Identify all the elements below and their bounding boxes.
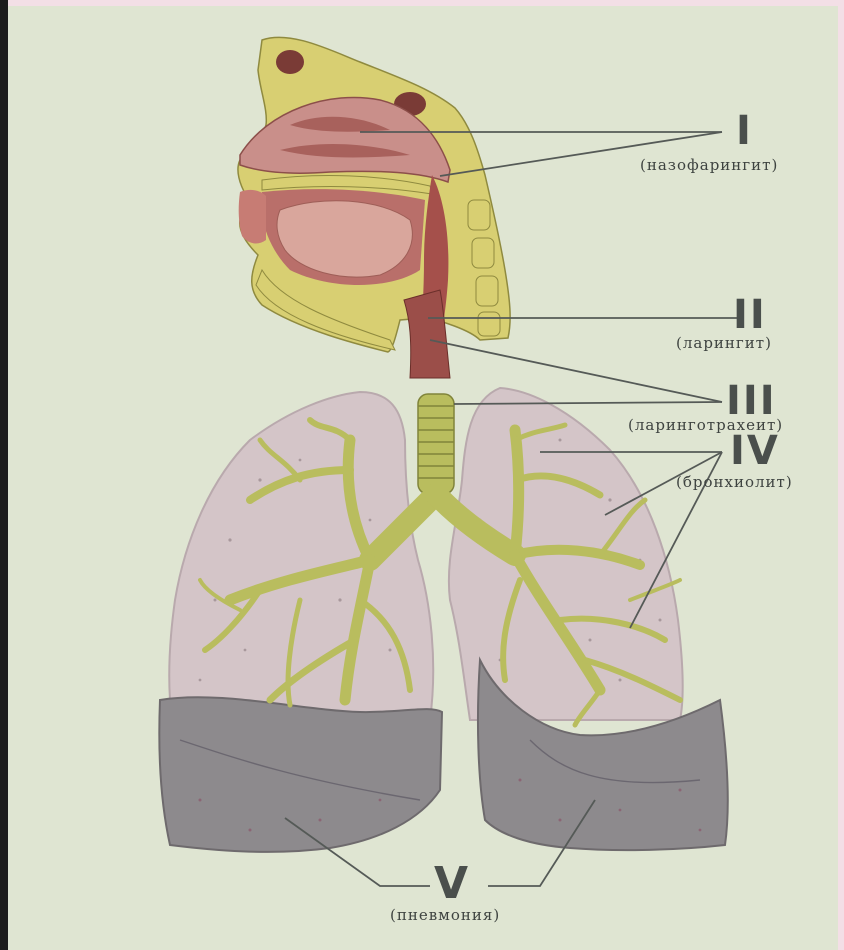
label-ii-caption: (ларингит) — [676, 334, 772, 352]
label-v-caption: (пневмония) — [390, 906, 500, 924]
label-iv-caption: (бронхиолит) — [676, 473, 793, 491]
lips — [239, 190, 266, 244]
label-i-caption: (назофарингит) — [640, 156, 778, 174]
label-iv-numeral: IV — [730, 428, 780, 474]
label-v-numeral: V — [434, 858, 470, 909]
frame-strip-right — [838, 0, 844, 950]
label-i-numeral: I — [736, 108, 753, 154]
label-ii-numeral: II — [733, 292, 767, 338]
frontal-sinus — [276, 50, 304, 74]
frame-strip-left — [0, 0, 8, 950]
trachea — [418, 394, 454, 494]
